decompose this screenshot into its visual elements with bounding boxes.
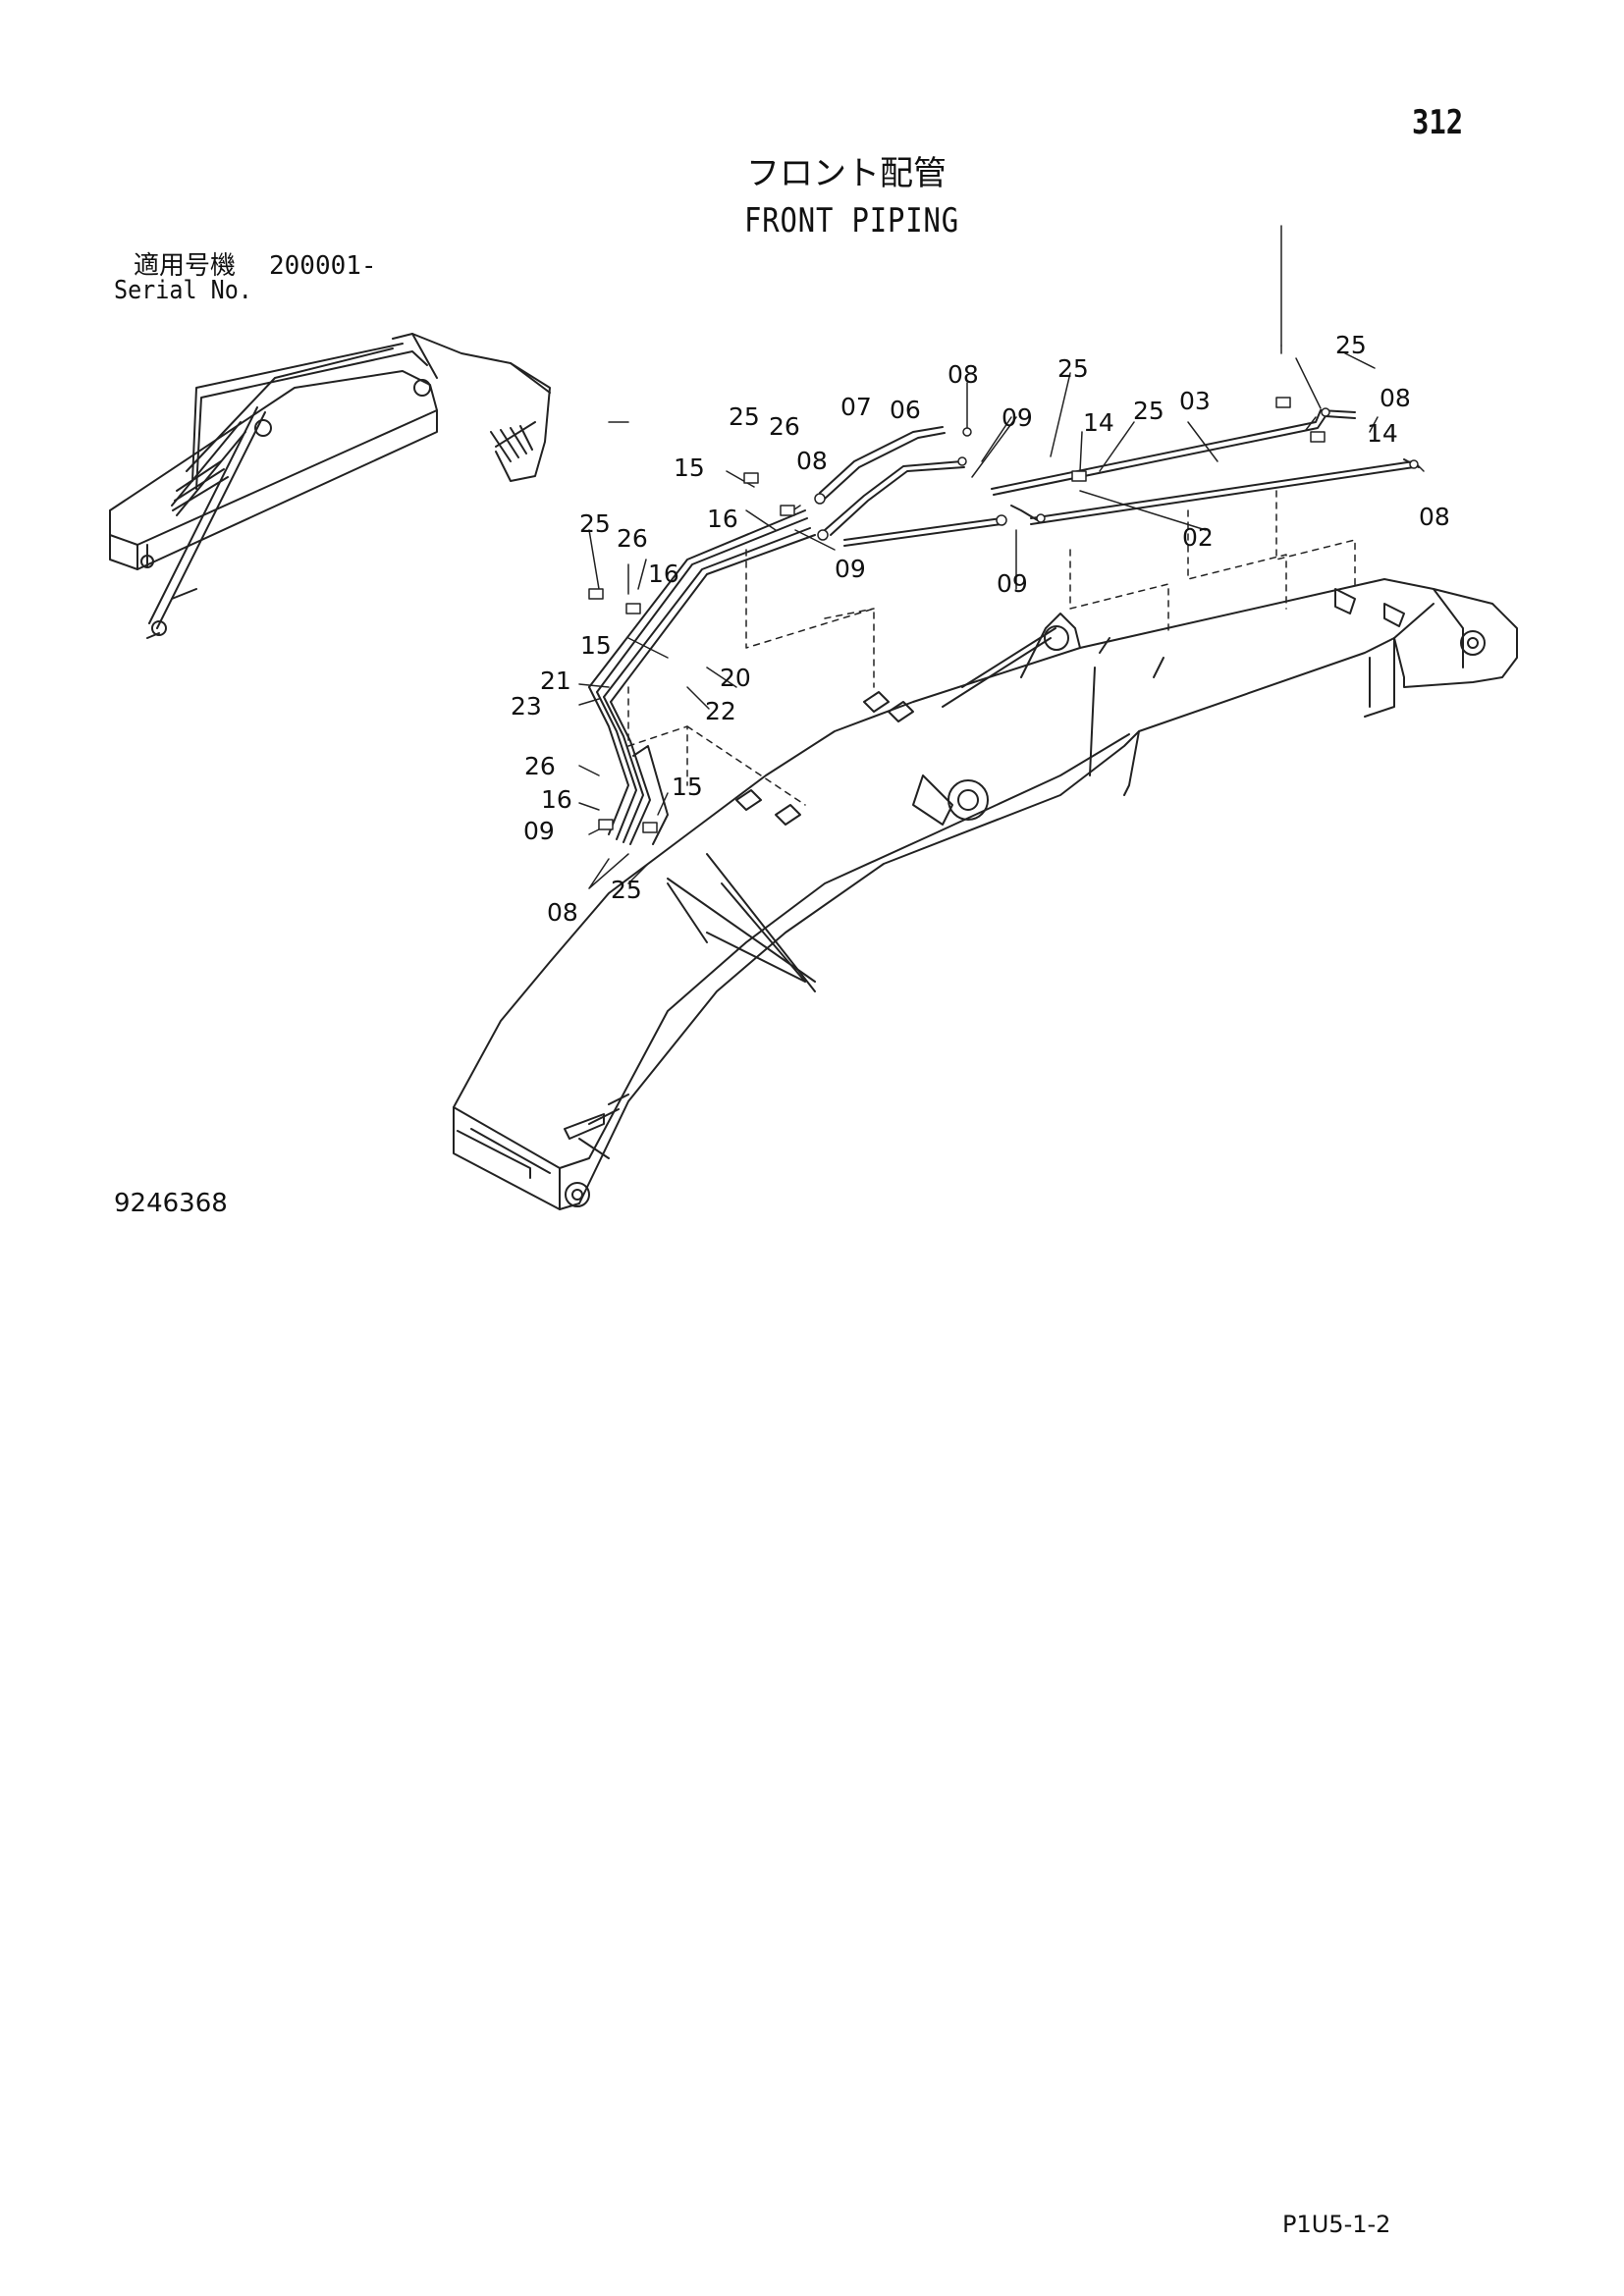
part-callout-15: 15 [674,454,705,482]
serial-label: Serial No. [114,276,252,305]
part-callout-03: 03 [1179,387,1211,415]
part-callout-08: 08 [947,360,979,389]
serial-number-value: 200001- [269,251,377,281]
part-callout-25: 25 [1057,354,1089,383]
part-callout-16: 16 [541,785,572,814]
part-callout-14: 14 [1367,419,1398,448]
part-callout-09: 09 [835,555,866,583]
part-callout-06: 06 [890,396,921,424]
boom [453,578,1518,1210]
part-callout-23: 23 [511,692,542,721]
part-callout-08: 08 [1419,503,1450,531]
fittings [588,397,1419,833]
page-title: FRONT PIPING [744,201,959,240]
part-callout-14: 14 [1083,408,1114,437]
drawing-number: 9246368 [114,1189,228,1218]
part-callout-09: 09 [997,569,1028,598]
part-callout-09: 09 [1001,403,1033,432]
part-callout-25: 25 [729,402,760,431]
upper-pipes [819,409,1420,547]
part-callout-15: 15 [580,631,612,660]
serial-label-japanese: 適用号機 [134,251,237,281]
callout-leaders [578,225,1425,889]
part-callout-26: 26 [769,412,800,441]
part-callout-02: 02 [1182,523,1214,552]
part-callout-25: 25 [1133,397,1164,425]
part-callout-08: 08 [547,898,578,927]
part-callout-26: 26 [617,524,648,553]
part-callout-25: 25 [611,876,642,904]
part-callout-25: 25 [579,509,611,538]
part-callout-08: 08 [796,447,828,475]
part-callout-09: 09 [523,817,555,845]
part-callout-26: 26 [524,752,556,780]
page-title-japanese: フロント配管 [746,154,947,193]
overview-excavator-front [109,333,551,639]
part-callout-22: 22 [705,697,736,725]
left-hose-bundle [588,509,816,845]
dashed-leaders [627,490,1356,806]
part-callout-16: 16 [707,505,738,533]
part-callout-25: 25 [1335,331,1367,359]
part-callout-16: 16 [648,560,679,588]
part-callout-21: 21 [540,667,571,695]
part-callout-15: 15 [672,773,703,801]
part-callout-08: 08 [1380,384,1411,412]
page-number: 312 [1412,103,1464,142]
page-code: P1U5-1-2 [1282,2211,1391,2238]
part-callout-20: 20 [720,664,751,692]
part-callout-07: 07 [840,393,872,421]
